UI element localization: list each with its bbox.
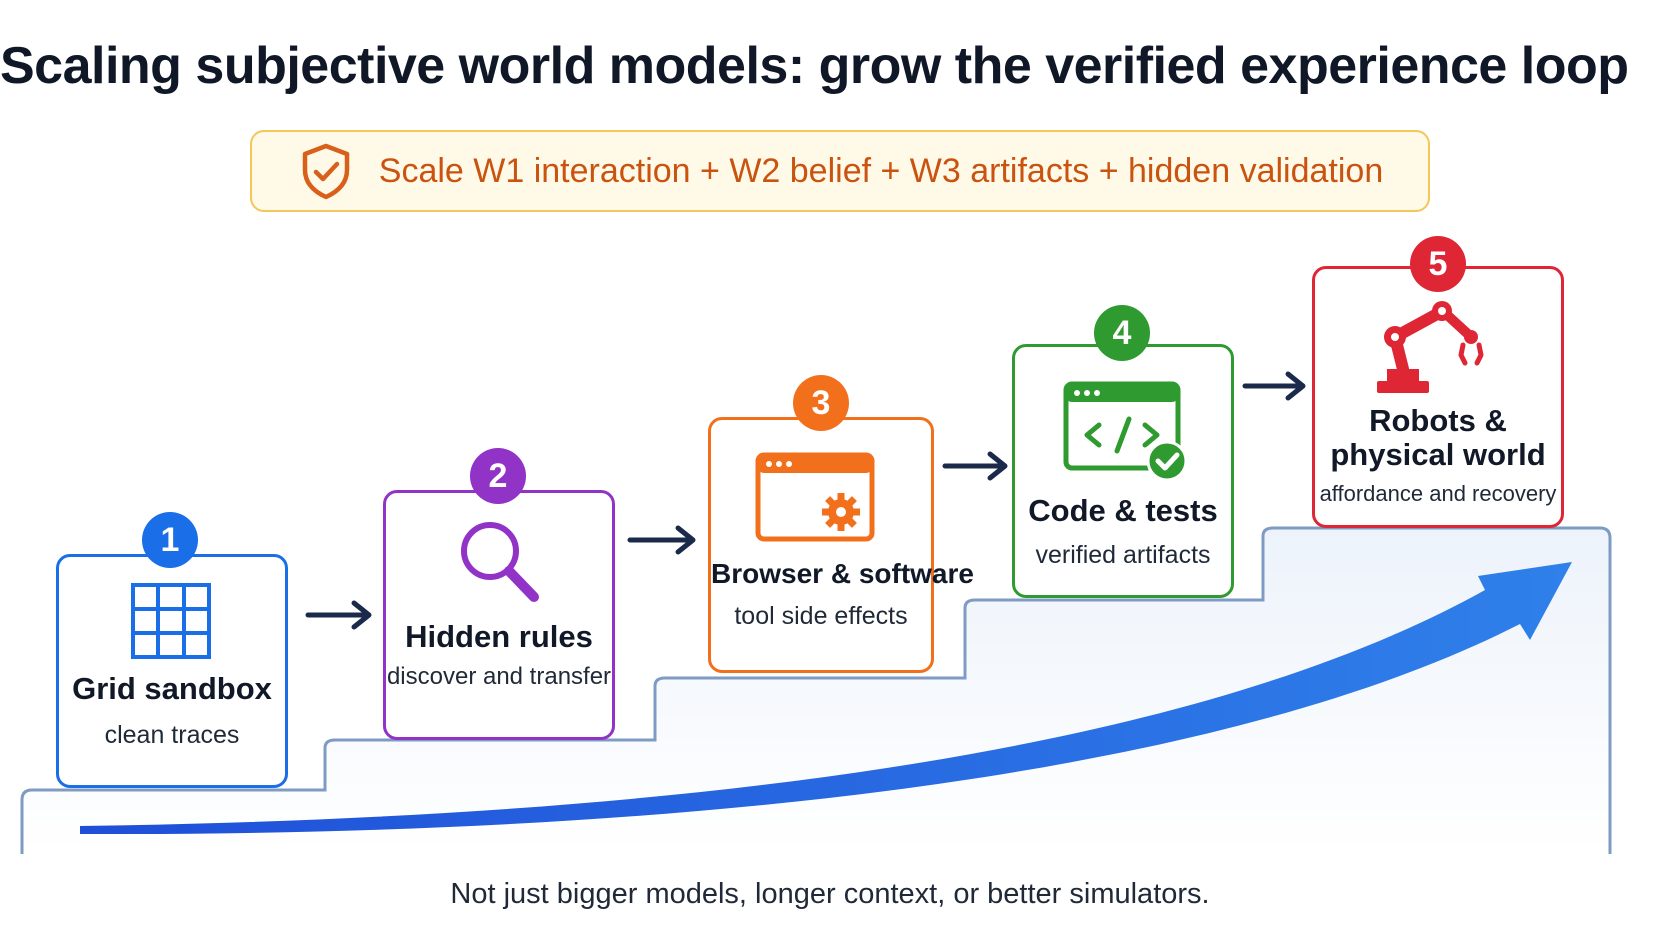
step-title-line2: physical world — [1330, 437, 1546, 472]
grid-icon — [131, 583, 211, 659]
step-subtitle: verified artifacts — [1035, 541, 1211, 569]
step-card-5: Robots & physical world affordance and r… — [1312, 266, 1564, 528]
growth-arrow — [80, 562, 1572, 835]
step-badge-5: 5 — [1410, 236, 1466, 292]
step-card-2: Hidden rules discover and transfer — [383, 490, 615, 740]
step-badge-3: 3 — [793, 375, 849, 431]
step-card-1: Grid sandbox clean traces — [56, 554, 288, 788]
banner: Scale W1 interaction + W2 belief + W3 ar… — [250, 130, 1430, 212]
step-subtitle: discover and transfer — [386, 663, 612, 690]
step-subtitle: affordance and recovery — [1319, 481, 1557, 506]
footer-note: Not just bigger models, longer context, … — [450, 878, 1210, 910]
shield-check-icon — [302, 143, 350, 200]
step-title: Grid sandbox — [72, 671, 272, 706]
page-title: Scaling subjective world models: grow th… — [0, 37, 1629, 95]
step-badge-1: 1 — [142, 512, 198, 568]
robot-arm-icon — [1377, 301, 1484, 393]
connector-arrows — [305, 371, 1306, 630]
banner-text: Scale W1 interaction + W2 belief + W3 ar… — [378, 151, 1384, 190]
step-subtitle: clean traces — [104, 721, 240, 749]
step-title: Hidden rules — [405, 619, 593, 654]
step-title-line1: Robots & — [1369, 403, 1507, 438]
step-subtitle: tool side effects — [734, 602, 908, 630]
magnifier-icon — [461, 522, 539, 602]
browser-gear-icon — [755, 452, 875, 542]
step-card-3: Browser & software tool side effects — [708, 417, 974, 673]
step-badge-2: 2 — [470, 448, 526, 504]
step-card-4: Code & tests verified artifacts — [1012, 344, 1234, 598]
step-title: Browser & software — [711, 558, 974, 589]
step-title: Code & tests — [1028, 493, 1218, 528]
step-badge-4: 4 — [1094, 305, 1150, 361]
code-check-icon — [1063, 381, 1188, 481]
